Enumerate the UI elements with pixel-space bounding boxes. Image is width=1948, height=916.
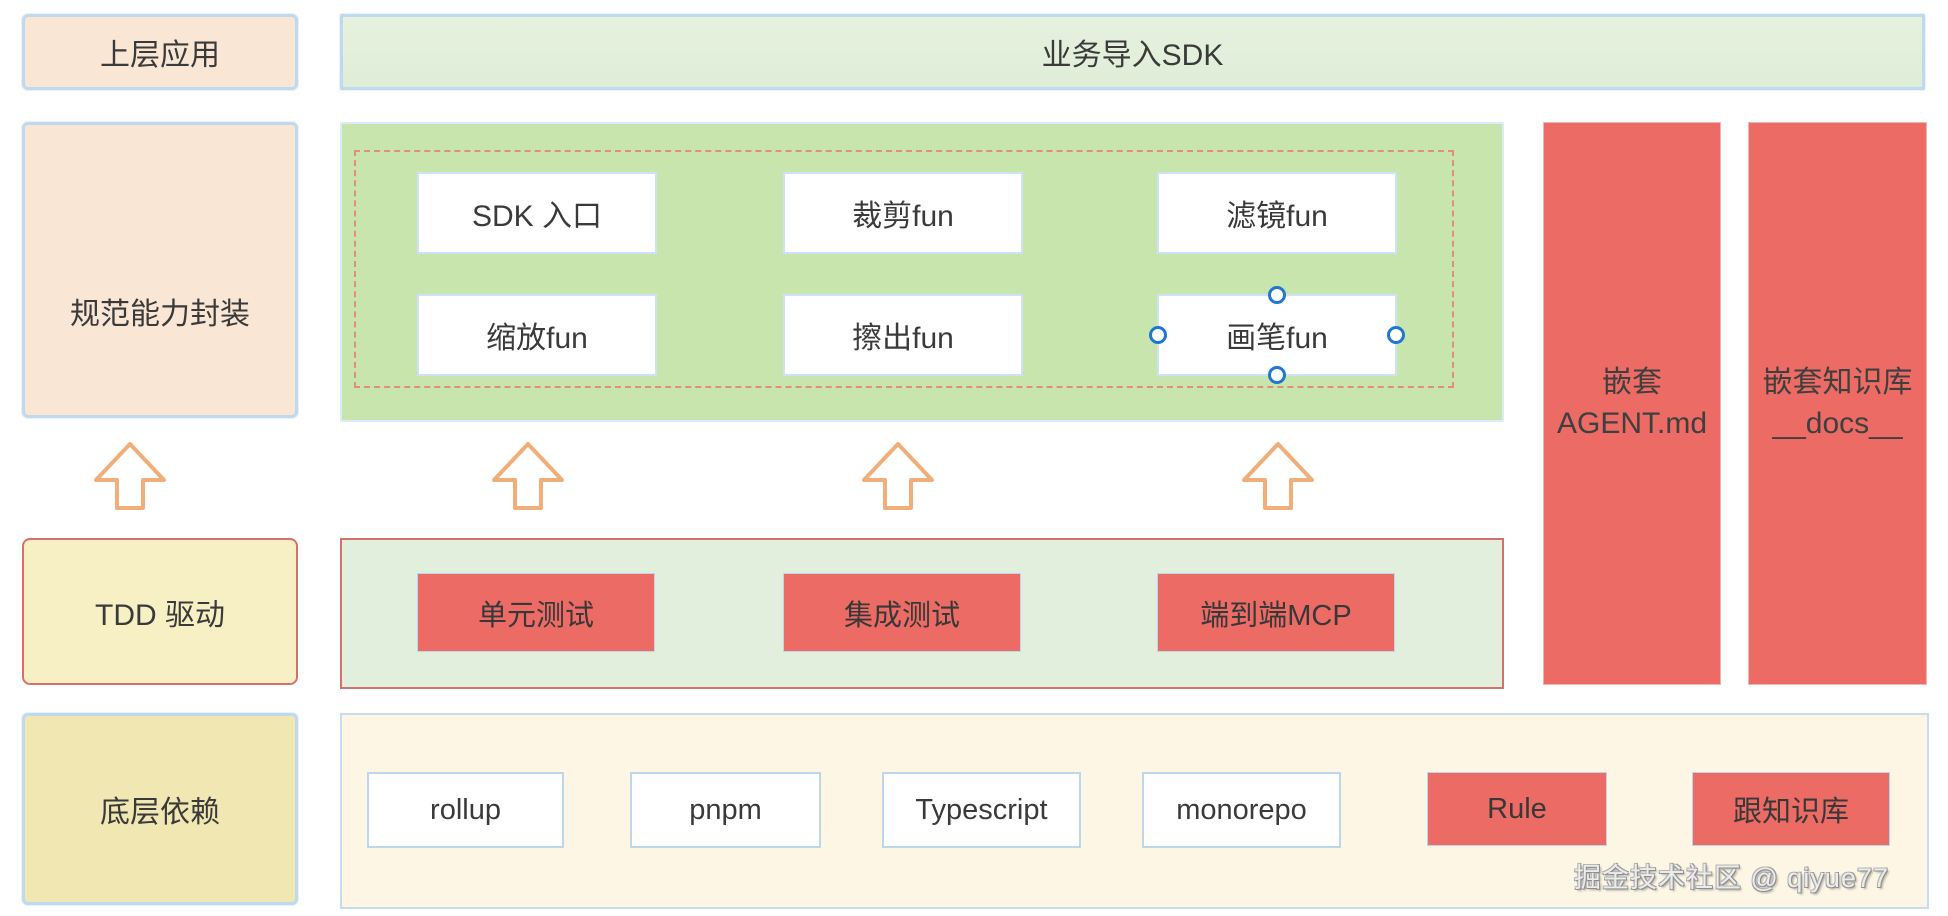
fun-box-label: 擦出fun <box>852 322 954 355</box>
watermark: 掘金技术社区 @ qiyue77 <box>1574 863 1889 893</box>
column-nested-agent-md[interactable]: 嵌套 AGENT.md <box>1543 122 1721 685</box>
tool-box-label: Rule <box>1487 792 1547 825</box>
column-label-line2: __docs__ <box>1772 406 1903 440</box>
tool-box-monorepo[interactable]: monorepo <box>1142 772 1341 848</box>
layer-sdk-import-bar[interactable]: 业务导入SDK <box>340 14 1925 90</box>
tool-box-typescript[interactable]: Typescript <box>882 772 1081 848</box>
fun-box-sdk-entry[interactable]: SDK 入口 <box>417 172 657 254</box>
layer-capability[interactable]: 规范能力封装 <box>22 122 298 418</box>
column-label-line2: AGENT.md <box>1556 406 1708 440</box>
column-label-line1: 嵌套 <box>1602 366 1662 399</box>
tool-box-pnpm[interactable]: pnpm <box>630 772 821 848</box>
fun-box-crop[interactable]: 裁剪fun <box>783 172 1023 254</box>
column-label-line1: 嵌套知识库 <box>1762 366 1913 399</box>
fun-box-label: 滤镜fun <box>1226 200 1328 233</box>
layer-top-app[interactable]: 上层应用 <box>22 14 298 90</box>
layer-deps[interactable]: 底层依赖 <box>22 713 298 905</box>
fun-box-label: 缩放fun <box>486 322 588 355</box>
tool-box-label: rollup <box>430 793 501 826</box>
test-box-unit[interactable]: 单元测试 <box>417 573 655 652</box>
tool-box-rule[interactable]: Rule <box>1427 772 1607 846</box>
deps-panel: rollup pnpm Typescript monorepo Rule 跟知识… <box>340 713 1929 909</box>
test-box-label: 端到端MCP <box>1200 599 1352 632</box>
test-box-e2e-mcp[interactable]: 端到端MCP <box>1157 573 1395 652</box>
test-box-integration[interactable]: 集成测试 <box>783 573 1021 652</box>
up-arrow-icon <box>862 442 934 510</box>
up-arrow-icon <box>492 442 564 510</box>
test-box-label: 单元测试 <box>477 599 594 632</box>
fun-box-filter[interactable]: 滤镜fun <box>1157 172 1397 254</box>
fun-box-zoom[interactable]: 缩放fun <box>417 294 657 376</box>
selection-handle-bottom[interactable] <box>1268 366 1286 384</box>
up-arrow-icon <box>1242 442 1314 510</box>
tool-box-knowledge-base[interactable]: 跟知识库 <box>1692 772 1890 846</box>
fun-box-label: SDK 入口 <box>471 200 603 233</box>
fun-box-label: 裁剪fun <box>852 200 954 233</box>
fun-box-brush-selected[interactable]: 画笔fun <box>1149 286 1405 384</box>
selection-handle-left[interactable] <box>1149 326 1167 344</box>
tool-box-label: 跟知识库 <box>1732 796 1849 828</box>
fun-panel-dashed-border <box>354 150 1454 388</box>
test-box-label: 集成测试 <box>843 599 960 632</box>
tool-box-rollup[interactable]: rollup <box>367 772 564 848</box>
layer-top-app-label: 上层应用 <box>100 39 220 72</box>
layer-tdd-label: TDD 驱动 <box>95 598 225 632</box>
fun-box-erase[interactable]: 擦出fun <box>783 294 1023 376</box>
test-panel: 单元测试 集成测试 端到端MCP <box>340 538 1504 689</box>
layer-sdk-import-label: 业务导入SDK <box>1041 39 1224 72</box>
fun-panel: SDK 入口 裁剪fun 滤镜fun 缩放fun 擦出fun 画笔fun <box>340 122 1504 422</box>
layer-deps-label: 底层依赖 <box>100 796 220 829</box>
tool-box-label: monorepo <box>1176 793 1307 826</box>
selection-handle-right[interactable] <box>1387 326 1405 344</box>
up-arrow-icon <box>94 442 166 510</box>
fun-box-label: 画笔fun <box>1226 322 1328 355</box>
tool-box-label: pnpm <box>689 793 762 826</box>
selection-handle-top[interactable] <box>1268 286 1286 304</box>
layer-tdd[interactable]: TDD 驱动 <box>22 538 298 685</box>
tool-box-label: Typescript <box>915 793 1048 826</box>
layer-capability-label: 规范能力封装 <box>70 298 250 331</box>
column-nested-docs[interactable]: 嵌套知识库 __docs__ <box>1748 122 1927 685</box>
